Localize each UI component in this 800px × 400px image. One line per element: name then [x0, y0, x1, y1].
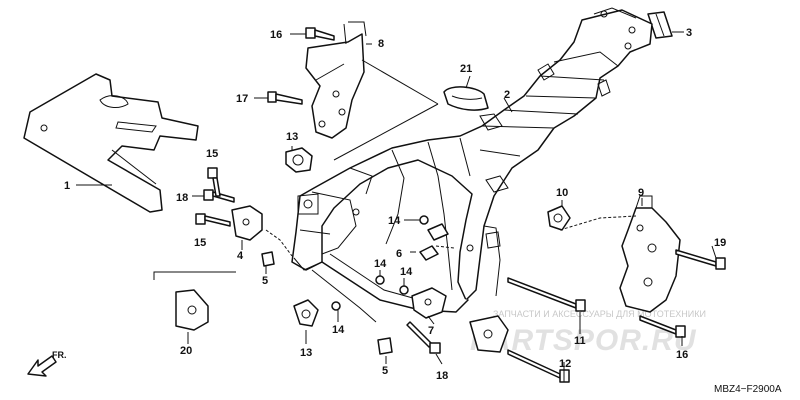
callout-5b: 5 [382, 365, 388, 377]
part-5-nut-left [261, 251, 275, 267]
callout-2: 2 [504, 89, 510, 101]
part-7-bracket [411, 287, 447, 319]
callout-14d: 14 [332, 324, 345, 336]
part-18-bolt-bottom [406, 321, 441, 354]
callout-11: 11 [574, 335, 586, 347]
front-direction-label: FR. [52, 350, 67, 360]
part-11-long-bolt [507, 277, 586, 312]
part-13-clamp-upper [285, 147, 313, 173]
part-4-bracket [231, 205, 263, 241]
callout-1: 1 [64, 180, 70, 192]
callout-14a: 14 [388, 215, 401, 227]
callout-3: 3 [686, 27, 692, 39]
callout-15a: 15 [206, 148, 218, 160]
part-15-bolt-upper [207, 167, 221, 197]
callout-18a: 18 [176, 192, 188, 204]
part-2-main-frame [291, 7, 653, 301]
part-14-nut-a [419, 215, 429, 225]
part-6-collar [419, 223, 449, 261]
part-5-nut-bottom [377, 337, 393, 355]
callout-16a: 16 [270, 29, 282, 41]
part-8-mounting-bracket [305, 21, 367, 139]
callout-9: 9 [638, 187, 644, 199]
callout-13a: 13 [286, 131, 298, 143]
callout-18b: 18 [436, 370, 448, 382]
part-13-clamp-lower [293, 299, 319, 327]
leader-lines [76, 31, 717, 382]
part-16-bolt-top [305, 27, 335, 41]
part-9-rear-bracket [619, 195, 681, 313]
part-14-nut-b [375, 275, 385, 285]
part-21-clip [443, 86, 489, 111]
callout-4: 4 [237, 250, 244, 262]
callout-labels: 1 2 3 4 5 5 6 7 8 9 10 11 12 13 13 14 14… [64, 27, 726, 382]
part-16-bolt-lower [639, 315, 686, 338]
callout-8: 8 [378, 38, 384, 50]
callout-16b: 16 [676, 349, 688, 361]
callout-17: 17 [236, 93, 248, 105]
part-1-under-cover [23, 73, 199, 213]
watermark-top-text: ЗАПЧАСТИ И АКСЕССУАРЫ ДЛЯ МОТОТЕХНИКИ [493, 309, 706, 319]
part-10-clamp [547, 205, 571, 231]
part-15-bolt-lower [195, 213, 231, 227]
callout-5a: 5 [262, 275, 268, 287]
callout-20: 20 [180, 345, 192, 357]
front-direction-arrow-icon: FR. [27, 350, 67, 377]
part-19-bolt [675, 249, 726, 270]
callout-10: 10 [556, 187, 568, 199]
callout-7: 7 [428, 325, 434, 337]
callout-15b: 15 [194, 237, 206, 249]
callout-21: 21 [460, 63, 472, 75]
callout-14c: 14 [400, 266, 413, 278]
callout-19: 19 [714, 237, 726, 249]
callout-6: 6 [396, 248, 402, 260]
part-14-nut-c [399, 285, 409, 295]
callout-12: 12 [559, 358, 571, 370]
part-14-nut-d [331, 301, 341, 311]
reference-dashes [265, 215, 637, 257]
callout-13b: 13 [300, 347, 312, 359]
frame-lower-rail [311, 253, 469, 323]
part-3-rubber-block [647, 11, 673, 39]
part-17-bolt [267, 91, 303, 105]
diagram-code: MBZ4−F2900A [714, 384, 782, 395]
part-20-inset-bracket [153, 271, 236, 331]
lower-mounting-plate [469, 315, 509, 353]
callout-14b: 14 [374, 258, 387, 270]
